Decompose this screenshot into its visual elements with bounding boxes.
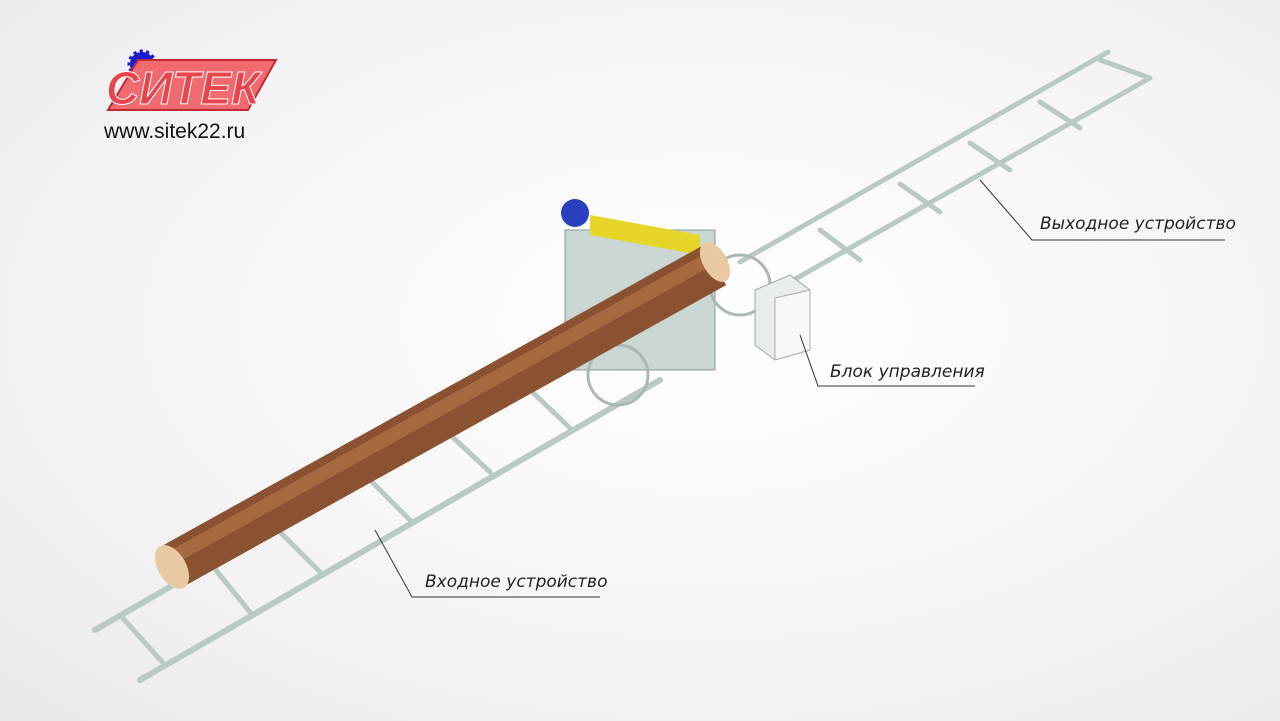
- company-logo: СИТЕК: [98, 52, 278, 114]
- input-conveyor-rail: [92, 337, 663, 683]
- website-url[interactable]: www.sitek22.ru: [104, 120, 246, 143]
- motor: [561, 199, 589, 227]
- control-box: [754, 274, 811, 361]
- input-device-label: Входное устройство: [425, 572, 608, 592]
- output-device-label: Выходное устройство: [1040, 214, 1236, 234]
- output-conveyor-rail: [737, 49, 1153, 285]
- leader-lines: [374, 179, 1225, 598]
- log: [154, 242, 731, 589]
- logo-mark: СИТЕК: [106, 59, 278, 114]
- control-unit-label: Блок управления: [830, 362, 985, 382]
- svg-text:СИТЕК: СИТЕК: [106, 62, 262, 114]
